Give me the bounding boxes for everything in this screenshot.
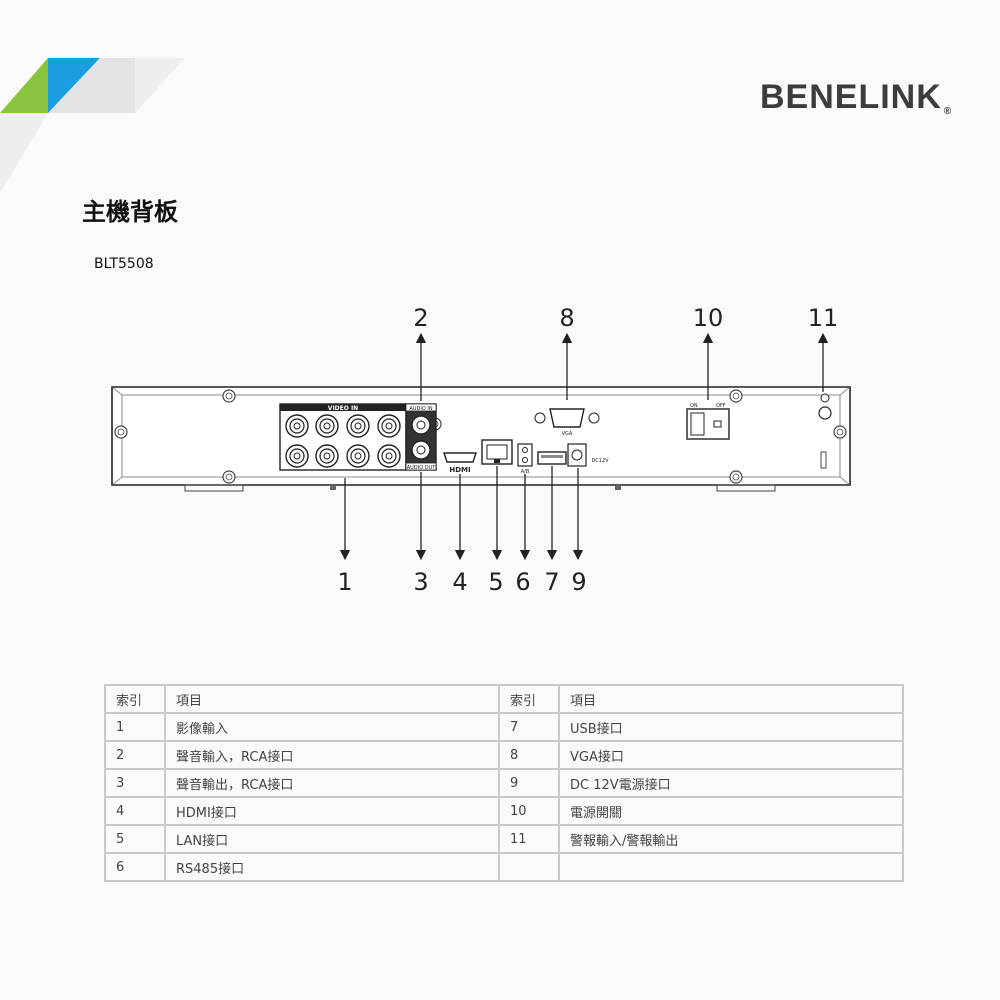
cell-index [498,852,560,882]
cell-index: 11 [498,824,560,854]
dc-port: DC12V [567,443,609,467]
cell-index: 10 [498,796,560,826]
header-item-left: 項目 [164,684,500,714]
cell-index: 2 [104,740,166,770]
model-number: BLT5508 [94,256,154,272]
bottom-callouts: 1 3 4 5 6 7 9 [337,466,587,596]
cell-item: 電源開關 [558,796,904,826]
callout-1: 1 [337,568,352,596]
cell-item: RS485接口 [164,852,500,882]
power-switch: ON OFF [686,403,730,440]
lan-port [481,439,513,465]
cell-item: 聲音輸出，RCA接口 [164,768,500,798]
cell-item: 影像輸入 [164,712,500,742]
audio-out-label: AUDIO OUT [407,465,437,471]
header-index-left: 索引 [104,684,166,714]
cell-index: 8 [498,740,560,770]
callout-2: 2 [413,304,428,332]
usb-port [537,451,567,465]
table-row: 5 LAN接口 11 警報輸入/警報輸出 [104,824,904,854]
rs485-port: A/B [517,443,533,475]
page-title: 主機背板 [82,198,178,226]
callout-11: 11 [808,304,839,332]
hdmi-port: HDMI [443,452,477,474]
table-row: 2 聲音輸入，RCA接口 8 VGA接口 [104,740,904,770]
cell-index: 1 [104,712,166,742]
cell-item: DC 12V電源接口 [558,768,904,798]
cell-item: USB接口 [558,712,904,742]
off-label: OFF [716,403,726,409]
top-callouts: 2 8 10 11 [413,304,838,401]
table-header-row: 索引 項目 索引 項目 [104,684,904,714]
callout-5: 5 [488,568,503,596]
callout-9: 9 [571,568,586,596]
cell-item: 警報輸入/警報輸出 [558,824,904,854]
ground-terminal [818,393,832,469]
audio-block: AUDIO IN AUDIO OUT [405,403,437,471]
index-table: 索引 項目 索引 項目 1 影像輸入 7 USB接口 2 聲音輸入，RCA接口 … [104,684,904,882]
cell-index: 7 [498,712,560,742]
table-row: 6 RS485接口 [104,852,904,882]
callout-8: 8 [559,304,574,332]
dc-label: DC12V [591,458,609,464]
back-panel-diagram: VIDEO IN AUDIO IN AUDIO OUT HDMI A/B [111,304,851,596]
table-row: 3 聲音輸出，RCA接口 9 DC 12V電源接口 [104,768,904,798]
ab-label: A/B [521,469,530,475]
header-item-right: 項目 [558,684,904,714]
on-label: ON [690,403,698,409]
callout-4: 4 [452,568,467,596]
cell-index: 3 [104,768,166,798]
cell-index: 9 [498,768,560,798]
cell-item: 聲音輸入，RCA接口 [164,740,500,770]
brand-logo: BENELINK® [760,78,953,117]
table-row: 1 影像輸入 7 USB接口 [104,712,904,742]
video-in-block: VIDEO IN [279,403,407,471]
vga-label: VGA [562,431,573,437]
cell-item: VGA接口 [558,740,904,770]
header-index-right: 索引 [498,684,560,714]
cell-index: 5 [104,824,166,854]
table-row: 4 HDMI接口 10 電源開關 [104,796,904,826]
video-in-label: VIDEO IN [328,405,358,412]
cell-item: HDMI接口 [164,796,500,826]
hdmi-label: HDMI [449,466,470,474]
callout-3: 3 [413,568,428,596]
callout-7: 7 [544,568,559,596]
vga-port: VGA [534,408,600,437]
callout-10: 10 [693,304,724,332]
corner-decoration [0,58,185,193]
cell-item [558,852,904,882]
cell-index: 6 [104,852,166,882]
cell-item: LAN接口 [164,824,500,854]
callout-6: 6 [515,568,530,596]
audio-in-label: AUDIO IN [409,406,432,412]
cell-index: 4 [104,796,166,826]
